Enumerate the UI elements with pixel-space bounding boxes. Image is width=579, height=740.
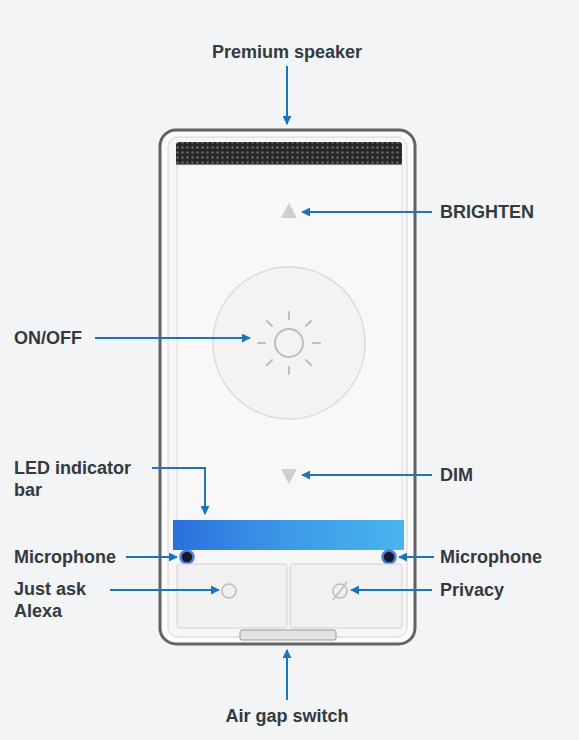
part-label: Privacy	[440, 579, 504, 601]
part-label: LED indicator bar	[14, 457, 146, 501]
leader-arrow	[302, 211, 432, 213]
part-label: Premium speaker	[212, 41, 362, 63]
part-label: Microphone	[14, 546, 116, 568]
leader-arrow	[351, 589, 432, 591]
dim-triangle	[281, 469, 297, 484]
leader-arrow	[126, 556, 177, 558]
microphone-hole	[383, 551, 396, 564]
microphone-hole	[181, 551, 194, 564]
part-label: DIM	[440, 464, 473, 486]
air-gap-tab	[240, 630, 336, 640]
brighten-triangle	[281, 203, 297, 218]
leader-arrow	[286, 650, 288, 700]
leader-arrow	[399, 556, 434, 558]
leader-arrow	[110, 589, 219, 591]
leader-lines	[95, 66, 434, 700]
led-bar	[173, 520, 404, 550]
onoff-button	[213, 267, 365, 419]
leader-arrow	[152, 468, 205, 514]
part-label: Microphone	[440, 546, 542, 568]
privacy-icon	[333, 582, 347, 600]
part-label: Air gap switch	[225, 705, 348, 727]
alexa-button	[177, 564, 287, 628]
switch-paddle	[177, 165, 402, 525]
part-label: ON/OFF	[14, 327, 82, 349]
privacy-button	[290, 564, 402, 628]
switch-housing	[160, 130, 415, 644]
sun-icon	[258, 312, 320, 374]
leader-arrow	[95, 337, 250, 339]
speaker-grille	[176, 142, 402, 166]
alexa-icon	[222, 584, 236, 598]
leader-arrow	[286, 66, 288, 124]
part-label: BRIGHTEN	[440, 201, 534, 223]
leader-arrow	[302, 474, 432, 476]
part-label: Just ask Alexa	[14, 578, 124, 622]
